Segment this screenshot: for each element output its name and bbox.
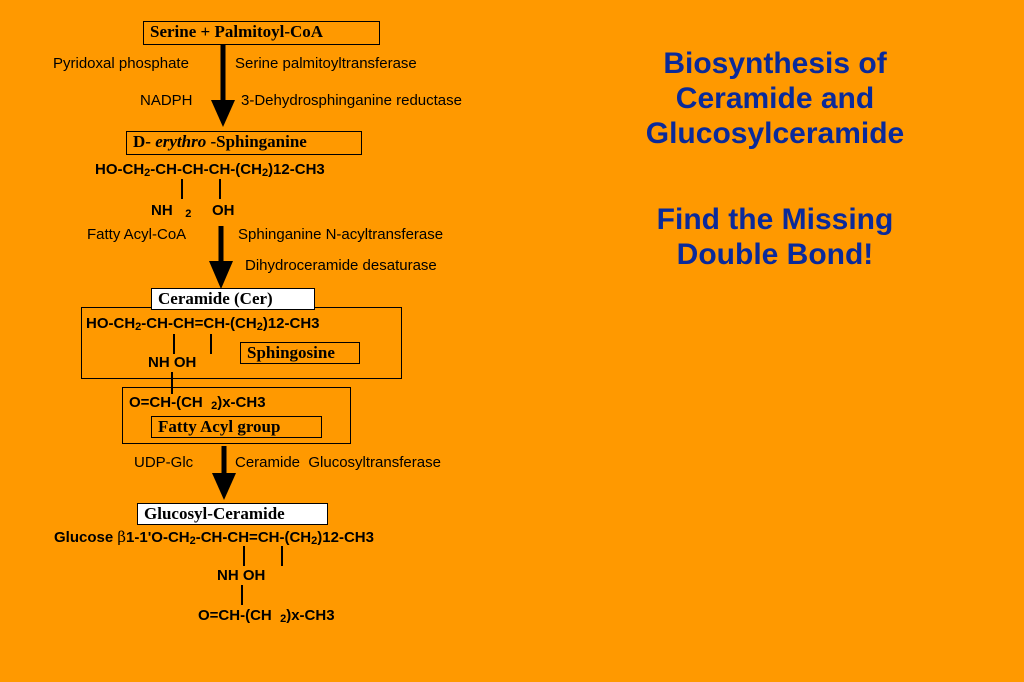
sphingosine-label: Sphingosine — [247, 343, 335, 362]
serine-palmitoyl-box: Serine + Palmitoyl-CoA — [143, 21, 380, 45]
sphinganine-formula-mid: -CH-CH-CH-(CH — [150, 161, 262, 178]
ceramide-acyl-end: )x-CH3 — [217, 394, 266, 411]
sphinganine-prefix: D- — [133, 132, 151, 151]
fatty-acyl-label: Fatty Acyl group — [158, 417, 281, 436]
glucosyl-formula-sub1: 2 — [189, 535, 196, 547]
glucosyl-formula: Glucose β1-1'O-CH2-CH-CH=CH-(CH2)12-CH3 — [54, 528, 374, 547]
glucosyl-acyl-sub: 2 — [280, 613, 287, 625]
subtitle: Find the Missing Double Bond! — [620, 202, 930, 272]
ceramide-formula: HO-CH2-CH-CH=CH-(CH2)12-CH3 — [86, 315, 320, 333]
sphinganine-formula: HO-CH2-CH-CH-CH-(CH2)12-CH3 — [95, 161, 325, 179]
sphinganine-nh: NH — [151, 202, 173, 219]
ceramide-amide-bond — [171, 372, 173, 394]
sphinganine-suffix: -Sphinganine — [210, 132, 307, 151]
title-line-2: Ceramide and — [675, 82, 875, 115]
ceramide-nhoh: NH OH — [148, 354, 197, 371]
serine-palmitoyl-label: Serine + Palmitoyl-CoA — [150, 22, 324, 41]
serine-palmitoyltransferase-enzyme: Serine palmitoyltransferase — [235, 55, 417, 72]
glucosyl-amide-bond — [241, 585, 243, 605]
glucosyl-formula-mid: -CH-CH=CH-(CH — [195, 529, 312, 546]
glucosyl-bond-n — [243, 546, 245, 566]
sphinganine-nh2: NH 2 — [151, 202, 192, 220]
pyridoxal-cofactor: Pyridoxal phosphate — [53, 55, 189, 72]
fatty-acyl-coa-cofactor: Fatty Acyl-CoA — [87, 226, 187, 243]
sphinganine-formula-sub1: 2 — [144, 167, 151, 179]
subtitle-line-1: Find the Missing — [656, 203, 894, 236]
ceramide-formula-end: )12-CH3 — [262, 315, 320, 332]
ceramide-acyl-sub: 2 — [211, 400, 218, 412]
ceramide-formula-main: HO-CH — [86, 315, 136, 332]
ceramide-bond-n — [173, 334, 175, 354]
ceramide-formula-sub2: 2 — [256, 321, 263, 333]
ceramide-bond-o — [210, 334, 212, 354]
n-acyltransferase-enzyme: Sphinganine N-acyltransferase — [238, 226, 444, 243]
ceramide-acyl-formula: O=CH-(CH 2)x-CH3 — [129, 394, 266, 412]
arrow-step2 — [209, 226, 233, 289]
arrow-step3 — [212, 446, 236, 500]
glucosyl-prefix: Glucose — [54, 529, 118, 546]
glucosyl-acyl-formula: O=CH-(CH 2)x-CH3 — [198, 607, 335, 625]
title-line-3: Glucosylceramide — [645, 117, 905, 150]
sphinganine-bond-o — [219, 179, 221, 199]
glucosyl-acyl-end: )x-CH3 — [286, 607, 335, 624]
sphinganine-formula-sub2: 2 — [261, 167, 269, 179]
sphinganine-oh: OH — [212, 202, 235, 219]
nadph-cofactor: NADPH — [140, 92, 193, 109]
ceramide-label: Ceramide (Cer) — [158, 289, 273, 308]
title-line-1: Biosynthesis of — [663, 47, 887, 80]
sphinganine-box: D- erythro -Sphinganine — [126, 131, 362, 155]
ceramide-acyl-main: O=CH-(CH — [129, 394, 203, 411]
sphinganine-formula-main: HO-CH — [95, 161, 145, 178]
sphinganine-bond-n — [181, 179, 183, 199]
beta-symbol: β — [117, 528, 127, 546]
subtitle-line-2: Double Bond! — [676, 238, 874, 271]
glucosyl-ceramide-label-box: Glucosyl-Ceramide — [137, 503, 328, 525]
sphinganine-nh-sub: 2 — [185, 208, 192, 220]
ceramide-formula-mid: -CH-CH=CH-(CH — [141, 315, 257, 332]
desaturase-enzyme: Dihydroceramide desaturase — [245, 257, 437, 274]
sphinganine-erythro: erythro — [155, 132, 207, 151]
glucosyl-formula-sub2: 2 — [311, 535, 318, 547]
arrow-step1 — [211, 45, 235, 127]
udp-glc-cofactor: UDP-Glc — [134, 454, 194, 471]
glucosyl-nhoh: NH OH — [217, 567, 266, 584]
fatty-acyl-label-box: Fatty Acyl group — [151, 416, 322, 438]
glucosyltransferase-enzyme: Ceramide Glucosyltransferase — [235, 454, 441, 471]
glucosyl-ceramide-label: Glucosyl-Ceramide — [144, 504, 285, 523]
main-title: Biosynthesis of Ceramide and Glucosylcer… — [620, 46, 930, 151]
dehydrosphinganine-reductase-enzyme: 3-Dehydrosphinganine reductase — [241, 92, 462, 109]
glucosyl-formula-main: 1-1'O-CH — [126, 529, 190, 546]
glucosyl-bond-o — [281, 546, 283, 566]
sphinganine-formula-end: )12-CH3 — [268, 161, 325, 178]
ceramide-label-box: Ceramide (Cer) — [151, 288, 315, 310]
glucosyl-acyl-main: O=CH-(CH — [198, 607, 272, 624]
fatty-acyl-box — [122, 387, 351, 444]
sphingosine-box: Sphingosine — [240, 342, 360, 364]
glucosyl-formula-end: )12-CH3 — [317, 529, 374, 546]
ceramide-formula-sub1: 2 — [135, 321, 142, 333]
